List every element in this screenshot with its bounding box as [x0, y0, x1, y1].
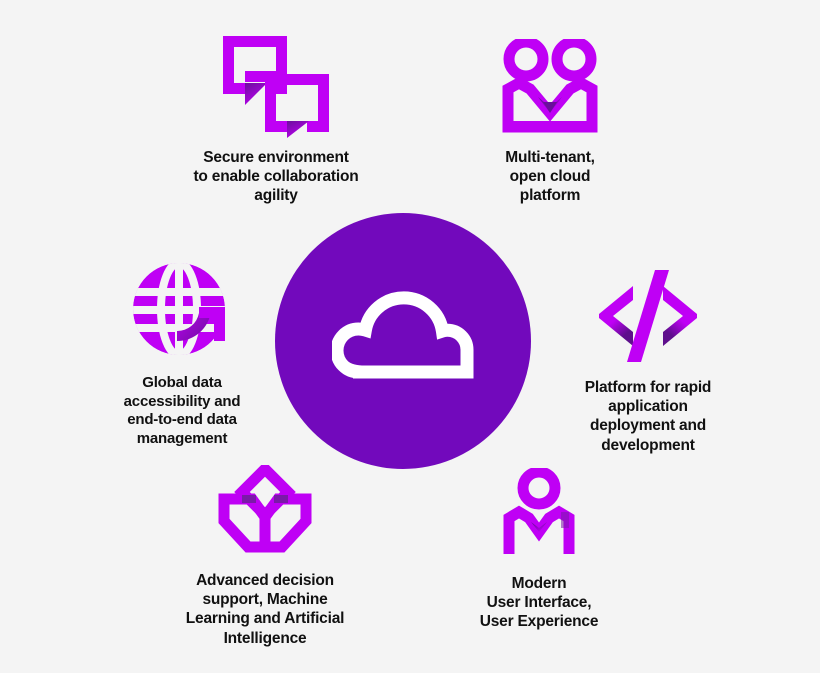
node-global-data[interactable]: Global data accessibility and end-to-end… — [92, 258, 272, 448]
cloud-icon — [332, 286, 474, 396]
chat-bubbles-icon — [221, 34, 331, 138]
lotus-icon-wrap — [218, 455, 312, 563]
two-people-icon-wrap — [502, 32, 598, 140]
two-people-icon — [502, 39, 598, 133]
code-brackets-icon-wrap — [599, 262, 697, 370]
node-secure-environment[interactable]: Secure environment to enable collaborati… — [160, 32, 392, 206]
node-modern-ui[interactable]: Modern User Interface, User Experience — [448, 458, 630, 632]
center-hub — [275, 213, 531, 469]
code-brackets-icon — [599, 270, 697, 362]
node-label: Advanced decision support, Machine Learn… — [185, 572, 345, 647]
node-label: Platform for rapid application deploymen… — [584, 379, 712, 454]
node-platform-rapid[interactable]: Platform for rapid application deploymen… — [552, 262, 744, 455]
person-icon-wrap — [503, 458, 575, 566]
node-label: Global data accessibility and end-to-end… — [123, 374, 241, 447]
globe-icon — [133, 263, 231, 361]
chat-bubbles-icon-wrap — [221, 32, 331, 140]
lotus-icon — [218, 465, 312, 553]
node-label: Multi-tenant, open cloud platform — [505, 149, 595, 205]
node-label: Modern User Interface, User Experience — [479, 575, 599, 631]
node-advanced-decision[interactable]: Advanced decision support, Machine Learn… — [152, 455, 378, 648]
globe-icon-wrap — [133, 258, 231, 366]
person-icon — [503, 468, 575, 556]
node-multi-tenant[interactable]: Multi-tenant, open cloud platform — [466, 32, 634, 206]
node-label: Secure environment to enable collaborati… — [193, 149, 359, 205]
